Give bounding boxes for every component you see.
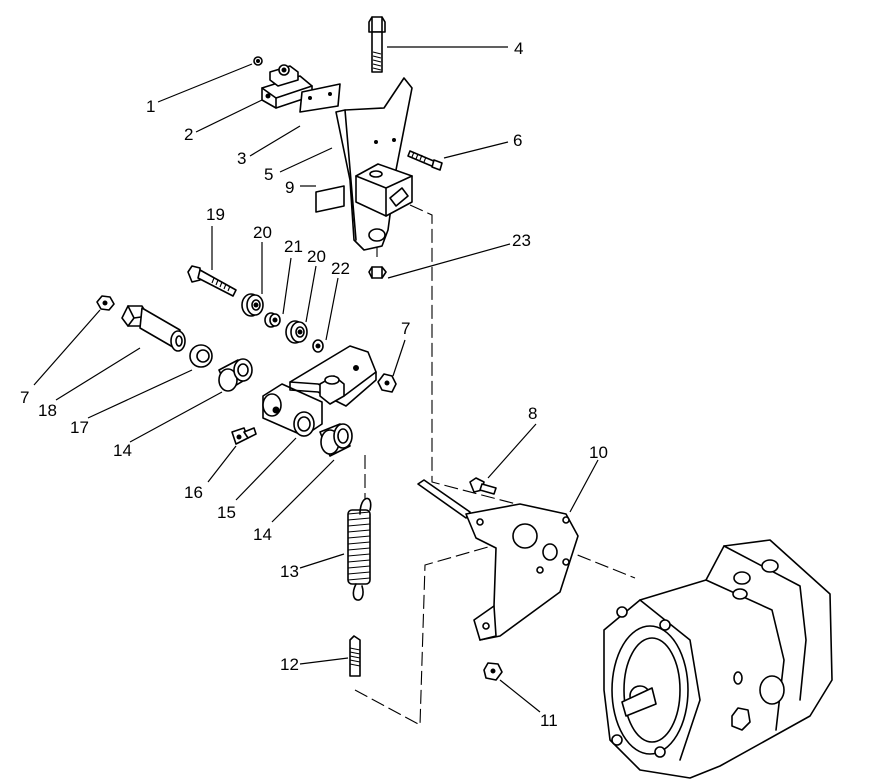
callout-7-b: 7 bbox=[401, 319, 410, 338]
part-23-nut bbox=[368, 266, 387, 279]
callout-10: 10 bbox=[589, 443, 608, 462]
part-5-bracket bbox=[335, 77, 413, 251]
callout-1: 1 bbox=[146, 97, 155, 116]
part-20-bearing-a bbox=[241, 293, 264, 317]
part-11-nut bbox=[483, 662, 503, 681]
callout-7-a: 7 bbox=[20, 388, 29, 407]
callout-2: 2 bbox=[184, 125, 193, 144]
part-3-plate bbox=[299, 83, 341, 113]
part-9-decal bbox=[315, 185, 345, 213]
callout-12: 12 bbox=[280, 655, 299, 674]
part-21-spacer bbox=[264, 312, 281, 328]
part-12-stud bbox=[349, 635, 361, 677]
callout-21: 21 bbox=[284, 237, 303, 256]
mount-long-bolt bbox=[417, 479, 471, 519]
part-10-mount-bracket bbox=[465, 503, 579, 641]
part-22-washer bbox=[312, 339, 324, 353]
bracket-clamp-block bbox=[355, 163, 413, 217]
callout-8: 8 bbox=[528, 404, 537, 423]
part-15-pivot bbox=[262, 383, 323, 437]
part-16-grease-fitting bbox=[231, 427, 257, 445]
part-6-bolt bbox=[407, 150, 443, 171]
part-20-bearing-b bbox=[285, 320, 308, 344]
callout-23: 23 bbox=[512, 231, 531, 250]
part-17-washer bbox=[189, 344, 213, 368]
callout-14-b: 14 bbox=[253, 525, 272, 544]
hydraulic-pump bbox=[603, 539, 833, 779]
part-8-bolt bbox=[469, 477, 497, 495]
callout-18: 18 bbox=[38, 401, 57, 420]
part-19-bolt bbox=[187, 265, 237, 297]
callout-3: 3 bbox=[237, 149, 246, 168]
part-7-nut-a bbox=[96, 295, 115, 311]
part-4-bolt bbox=[368, 16, 386, 73]
callout-13: 13 bbox=[280, 562, 299, 581]
callout-4: 4 bbox=[514, 39, 523, 58]
callout-14-a: 14 bbox=[113, 441, 132, 460]
callout-labels: 1 2 3 4 5 6 9 19 20 21 20 22 23 7 18 17 … bbox=[20, 39, 608, 730]
part-13-spring bbox=[347, 497, 372, 601]
part-2-switch bbox=[261, 64, 313, 109]
part-1-nut bbox=[253, 56, 263, 66]
callout-15: 15 bbox=[217, 503, 236, 522]
callout-11: 11 bbox=[540, 711, 558, 730]
callout-6: 6 bbox=[513, 131, 522, 150]
callout-20-a: 20 bbox=[253, 223, 272, 242]
part-7-nut-b bbox=[377, 373, 397, 393]
part-14-bushing-a bbox=[218, 358, 253, 392]
callout-19: 19 bbox=[206, 205, 225, 224]
callout-17: 17 bbox=[70, 418, 89, 437]
lever-plate bbox=[289, 345, 377, 407]
callout-20-b: 20 bbox=[307, 247, 326, 266]
callout-5: 5 bbox=[264, 165, 273, 184]
callout-22: 22 bbox=[331, 259, 350, 278]
part-18-sleeve bbox=[121, 305, 186, 352]
part-14-bushing-b bbox=[319, 423, 353, 457]
leader-lines bbox=[33, 46, 599, 713]
callout-9: 9 bbox=[285, 178, 294, 197]
callout-16: 16 bbox=[184, 483, 203, 502]
